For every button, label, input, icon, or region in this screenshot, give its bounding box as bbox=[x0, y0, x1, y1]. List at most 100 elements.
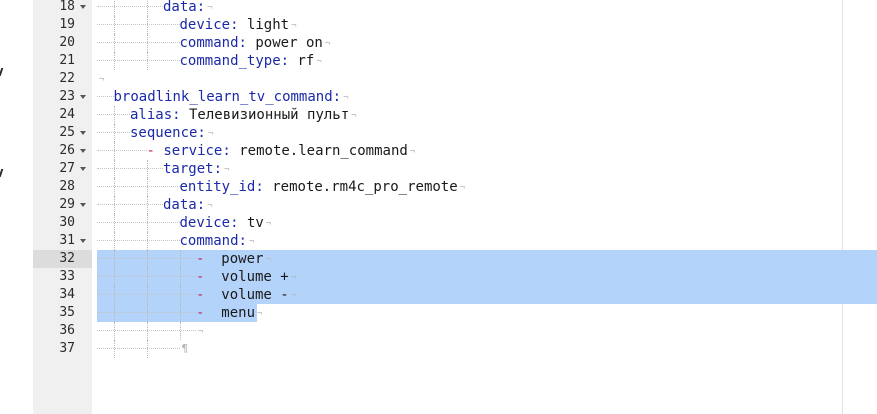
fold-arrow-icon[interactable] bbox=[80, 167, 86, 171]
code-line[interactable]: data:¬ bbox=[92, 0, 877, 16]
code-editor[interactable]: data:¬device: light¬command: power on¬co… bbox=[92, 0, 877, 414]
gutter-row[interactable]: 33 bbox=[33, 268, 92, 286]
yaml-value: remote.learn_command bbox=[230, 143, 408, 159]
indent-guide bbox=[146, 340, 148, 358]
gutter-row[interactable]: 35 bbox=[33, 304, 92, 322]
code-line[interactable]: ¶ bbox=[92, 340, 877, 358]
yaml-key: data: bbox=[163, 197, 206, 213]
yaml-key: device: bbox=[179, 215, 239, 231]
yaml-key: data: bbox=[163, 0, 206, 15]
list-dash: - bbox=[196, 287, 205, 303]
code-line[interactable]: target:¬ bbox=[92, 160, 877, 178]
gutter-row[interactable]: 34 bbox=[33, 286, 92, 304]
whitespace-marker bbox=[97, 222, 180, 223]
code-line[interactable]: broadlink_learn_tv_command:¬ bbox=[92, 88, 877, 106]
whitespace-marker bbox=[97, 204, 163, 205]
whitespace-marker bbox=[97, 42, 180, 43]
code-line[interactable]: - volume +¬ bbox=[92, 268, 877, 286]
indent-guide bbox=[146, 304, 148, 322]
gutter-row[interactable]: 36 bbox=[33, 322, 92, 340]
code-line[interactable]: device: tv¬ bbox=[92, 214, 877, 232]
code-line[interactable]: command:¬ bbox=[92, 232, 877, 250]
end-of-line-marker: ¬ bbox=[409, 147, 416, 157]
code-line[interactable]: - power¬ bbox=[92, 250, 877, 268]
gutter-row[interactable]: 19 bbox=[33, 16, 92, 34]
indent-guide bbox=[113, 214, 115, 232]
gutter-row[interactable]: 29 bbox=[33, 196, 92, 214]
code-line[interactable]: command_type: rf¬ bbox=[92, 52, 877, 70]
indent-guide bbox=[113, 232, 115, 250]
code-line[interactable]: device: light¬ bbox=[92, 16, 877, 34]
code-line[interactable]: alias: Телевизионный пульт¬ bbox=[92, 106, 877, 124]
end-of-line-marker: ¬ bbox=[265, 219, 272, 229]
gutter-row[interactable]: 22 bbox=[33, 70, 92, 88]
indent-guide bbox=[146, 52, 148, 70]
code-line[interactable]: - menu¬ bbox=[92, 304, 877, 322]
gutter-row[interactable]: 27 bbox=[33, 160, 92, 178]
indent-guide bbox=[113, 0, 115, 16]
code-line[interactable]: sequence:¬ bbox=[92, 124, 877, 142]
end-of-file-marker: ¶ bbox=[181, 342, 189, 355]
code-line[interactable]: -service: remote.learn_command¬ bbox=[92, 142, 877, 160]
code-line[interactable]: entity_id: remote.rm4c_pro_remote¬ bbox=[92, 178, 877, 196]
end-of-line-marker: ¬ bbox=[290, 273, 297, 283]
indent-guide bbox=[113, 340, 115, 358]
whitespace-marker bbox=[97, 348, 180, 349]
gutter-row[interactable]: 32 bbox=[33, 250, 92, 268]
indent-guide bbox=[179, 304, 181, 322]
indent-guide bbox=[146, 16, 148, 34]
yaml-key: broadlink_learn_tv_command: bbox=[113, 89, 342, 105]
line-number: 37 bbox=[59, 341, 75, 356]
fold-arrow-icon[interactable] bbox=[80, 149, 86, 153]
yaml-value: remote.rm4c_pro_remote bbox=[263, 179, 458, 195]
fold-arrow-icon[interactable] bbox=[80, 95, 86, 99]
gutter-row[interactable]: 21 bbox=[33, 52, 92, 70]
line-number: 25 bbox=[59, 125, 75, 140]
gutter-row[interactable]: 28 bbox=[33, 178, 92, 196]
line-number: 21 bbox=[59, 53, 75, 68]
gutter-row[interactable]: 24 bbox=[33, 106, 92, 124]
yaml-value: power on bbox=[246, 35, 323, 51]
gutter-row[interactable]: 18 bbox=[33, 0, 92, 16]
code-line[interactable]: - volume -¬ bbox=[92, 286, 877, 304]
gutter-row[interactable]: 23 bbox=[33, 88, 92, 106]
indent-guide bbox=[113, 196, 115, 214]
line-number: 26 bbox=[59, 143, 75, 158]
yaml-key: service: bbox=[163, 143, 231, 159]
end-of-line-marker: ¬ bbox=[248, 237, 255, 247]
indent-guide bbox=[179, 286, 181, 304]
code-line[interactable]: ¬ bbox=[92, 70, 877, 88]
code-line[interactable]: command: power on¬ bbox=[92, 34, 877, 52]
fold-arrow-icon[interactable] bbox=[80, 5, 86, 9]
gutter-row[interactable]: 20 bbox=[33, 34, 92, 52]
line-number: 22 bbox=[59, 71, 75, 86]
gutter-row[interactable]: 25 bbox=[33, 124, 92, 142]
indent-guide bbox=[113, 286, 115, 304]
list-dash: - bbox=[196, 305, 205, 321]
code-line[interactable]: data:¬ bbox=[92, 196, 877, 214]
whitespace-marker bbox=[97, 186, 180, 187]
fold-arrow-icon[interactable] bbox=[80, 203, 86, 207]
gutter-row[interactable]: 31 bbox=[33, 232, 92, 250]
end-of-line-marker: ¬ bbox=[291, 21, 297, 31]
gutter-row[interactable]: 26 bbox=[33, 142, 92, 160]
line-number: 29 bbox=[59, 197, 75, 212]
code-line[interactable]: ¬ bbox=[92, 322, 877, 340]
gutter-row[interactable]: 37 bbox=[33, 340, 92, 358]
fold-arrow-icon[interactable] bbox=[80, 131, 86, 135]
line-number: 31 bbox=[59, 233, 75, 248]
indent-guide bbox=[179, 268, 181, 286]
gutter-row[interactable]: 30 bbox=[33, 214, 92, 232]
yaml-key: device: bbox=[179, 17, 239, 33]
indent-guide bbox=[113, 304, 115, 322]
line-number: 27 bbox=[59, 161, 75, 176]
end-of-line-marker: ¬ bbox=[207, 201, 213, 211]
fold-arrow-icon[interactable] bbox=[80, 239, 86, 243]
yaml-value: volume - bbox=[212, 287, 289, 303]
indent-guide bbox=[146, 250, 148, 268]
whitespace-marker bbox=[97, 60, 180, 61]
indent-guide bbox=[113, 16, 115, 34]
indent-guide bbox=[113, 160, 115, 178]
selection-highlight bbox=[97, 250, 877, 268]
